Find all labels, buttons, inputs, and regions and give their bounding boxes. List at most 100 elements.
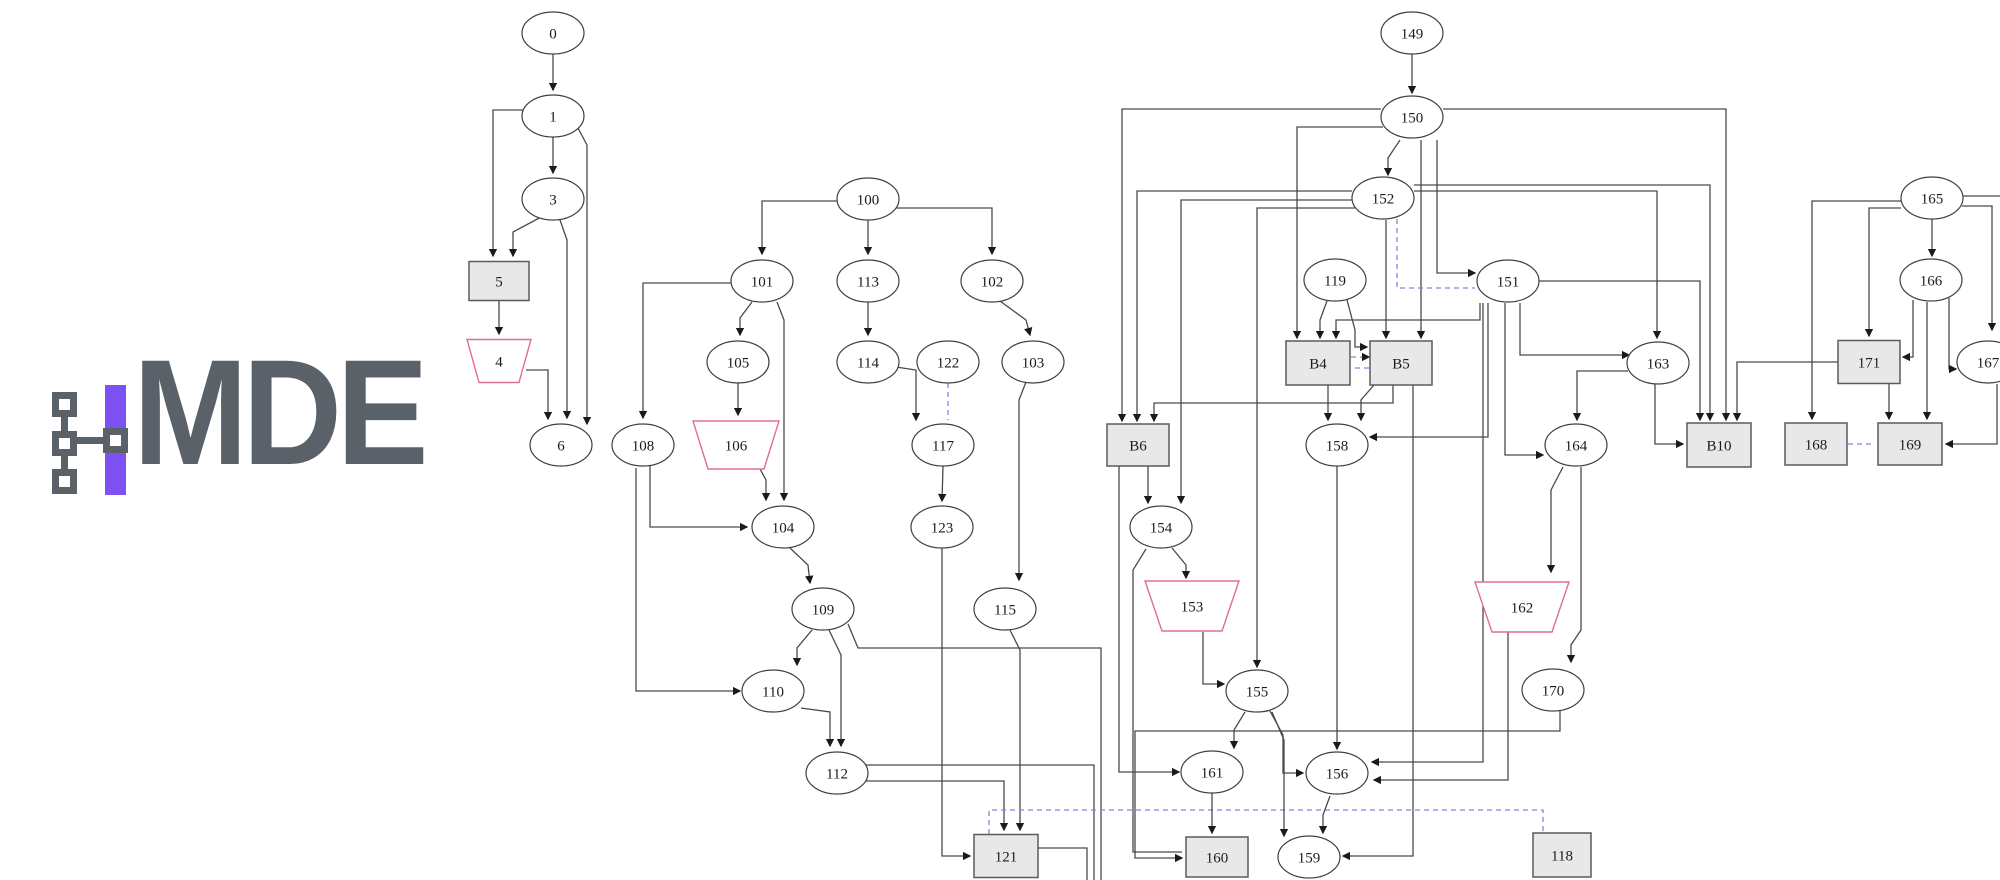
edge-151-164 [1504, 303, 1545, 460]
node-label: B5 [1392, 356, 1410, 372]
box-shape [1369, 340, 1433, 386]
node-label: 165 [1921, 191, 1944, 207]
edge-101-104 [776, 301, 789, 502]
edge-121-118 [988, 809, 1544, 834]
edge-162-156 [1372, 632, 1509, 785]
node-label: 109 [812, 602, 835, 618]
ellipse-shape [521, 11, 585, 55]
node-104: 104 [751, 505, 815, 549]
edge-166-167 [1948, 298, 1958, 374]
edge-164-162 [1546, 466, 1564, 574]
ellipse-shape [1129, 505, 1193, 549]
box-shape [973, 833, 1039, 879]
node-4: 4 [466, 338, 532, 384]
node-114: 114 [836, 340, 900, 384]
ellipse-shape [911, 423, 975, 467]
ellipse-shape [529, 423, 593, 467]
node-105: 105 [706, 340, 770, 384]
node-label: 105 [727, 355, 750, 371]
node-149: 149 [1380, 11, 1444, 55]
node-B4: B4 [1285, 340, 1351, 386]
tree-square-top [52, 392, 77, 417]
edge-151-156 [1370, 303, 1484, 767]
node-label: 159 [1298, 850, 1321, 866]
node-162: 162 [1474, 581, 1570, 633]
edge-110-112 [800, 707, 835, 748]
edge-B5-B6 [1149, 385, 1394, 423]
ellipse-shape [836, 177, 900, 221]
node-159: 159 [1277, 835, 1341, 879]
edge-117-123 [937, 465, 947, 503]
tree-connector [61, 455, 68, 470]
node-label: 161 [1201, 765, 1224, 781]
edge-154-153 [1171, 547, 1191, 580]
edge-153-155 [1202, 632, 1226, 689]
box-shape [1686, 422, 1752, 468]
node-112: 112 [805, 751, 869, 795]
node-label: 160 [1206, 850, 1229, 866]
edge-112-121 [866, 780, 1009, 832]
node-label: 151 [1497, 274, 1520, 290]
ellipse-shape [836, 340, 900, 384]
edge-150-151 [1436, 140, 1477, 278]
node-5: 5 [468, 260, 530, 302]
hmde-logo: MDE [45, 337, 465, 498]
node-158: 158 [1305, 423, 1369, 467]
edge-166-171 [1901, 300, 1914, 362]
node-122: 122 [916, 340, 980, 384]
edge-100-102 [896, 207, 997, 256]
node-B10: B10 [1686, 422, 1752, 468]
edge-1-6 [577, 127, 592, 426]
node-106: 106 [692, 420, 780, 470]
edge-150-B10 [1443, 108, 1731, 422]
edge-103-115 [1014, 381, 1027, 582]
node-117: 117 [911, 423, 975, 467]
trapezoid-shape [692, 420, 780, 470]
edge-104-109 [789, 547, 814, 585]
edge-165-171 [1864, 207, 1901, 338]
ellipse-shape [521, 177, 585, 221]
node-label: 1 [549, 109, 557, 125]
node-label: 164 [1565, 438, 1588, 454]
node-label: 149 [1401, 26, 1424, 42]
node-label: 168 [1805, 437, 1828, 453]
ellipse-shape [1305, 751, 1369, 795]
ellipse-shape [1303, 258, 1367, 302]
node-label: 169 [1899, 437, 1922, 453]
node-B5: B5 [1369, 340, 1433, 386]
node-152: 152 [1351, 176, 1415, 220]
node-151: 151 [1476, 259, 1540, 303]
ellipse-shape [805, 751, 869, 795]
edge-151-158 [1368, 303, 1489, 442]
node-label: 108 [632, 438, 655, 454]
edge-106-104 [759, 468, 771, 502]
ellipse-shape [521, 94, 585, 138]
node-110: 110 [741, 669, 805, 713]
node-label: 3 [549, 192, 557, 208]
node-label: 163 [1647, 356, 1670, 372]
edge-119-B4 [1315, 300, 1328, 340]
node-154: 154 [1129, 505, 1193, 549]
ellipse-shape [836, 259, 900, 303]
node-label: 0 [549, 26, 557, 42]
node-label: 155 [1246, 684, 1269, 700]
edge-115-121 [1009, 629, 1025, 832]
node-171: 171 [1837, 339, 1901, 385]
node-label: 6 [557, 438, 565, 454]
ellipse-shape [741, 669, 805, 713]
node-label: 167 [1977, 355, 2000, 371]
node-label: 100 [857, 192, 880, 208]
node-label: 118 [1551, 848, 1573, 864]
node-label: 119 [1324, 273, 1346, 289]
edge-171-B10 [1732, 361, 1838, 422]
trapezoid-shape [466, 338, 532, 384]
tree-square-branch [103, 428, 128, 453]
node-153: 153 [1144, 580, 1240, 632]
ellipse-shape [1351, 176, 1415, 220]
edge-152-155 [1252, 207, 1355, 669]
ellipse-shape [751, 505, 815, 549]
edge-154-160 [1132, 548, 1182, 853]
edge-114-117 [895, 366, 921, 422]
